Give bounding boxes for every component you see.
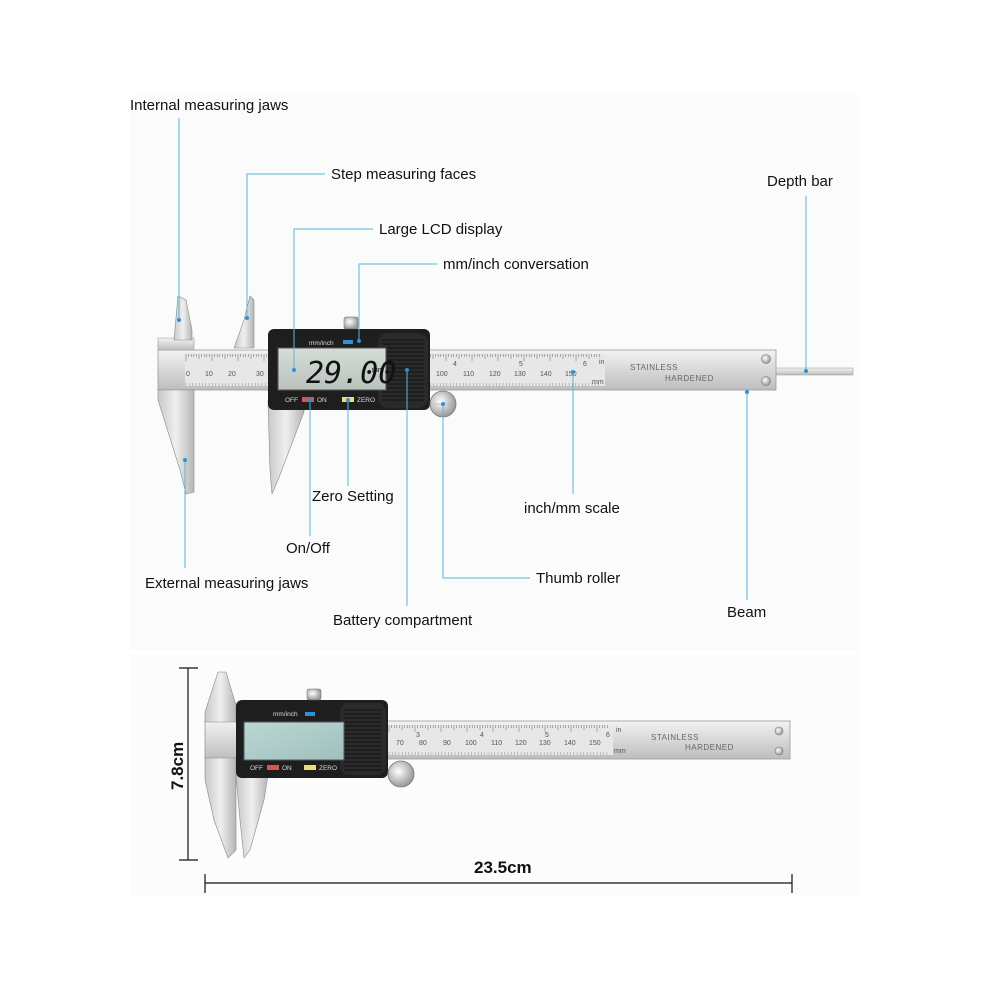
inch-number: 5 — [545, 732, 549, 739]
dimensions: 7.8cm 23.5cm — [168, 667, 793, 893]
scale-number: 140 — [540, 371, 552, 378]
scale-number: 110 — [491, 740, 502, 747]
scale-number: 150 — [565, 371, 577, 378]
scale-number: 70 — [396, 740, 404, 747]
mode-button[interactable] — [306, 688, 322, 701]
zero-button[interactable] — [304, 765, 316, 770]
scale-number: 120 — [515, 740, 527, 747]
callouts: Internal measuring jaws Step measuring f… — [130, 97, 833, 629]
label-mm-inch: mm/inch conversation — [443, 256, 589, 273]
scale-number: 130 — [514, 371, 526, 378]
mode-label: mm/inch — [273, 711, 298, 718]
scale-number: 30 — [256, 371, 264, 378]
battery-compartment — [340, 703, 386, 775]
mode-indicator-icon — [305, 712, 315, 716]
scale-number: 100 — [436, 371, 448, 378]
screw-icon — [774, 726, 784, 736]
label-depth-bar: Depth bar — [767, 173, 833, 190]
off-button[interactable] — [267, 765, 279, 770]
screw-icon — [761, 376, 771, 386]
width-dimension-label: 23.5cm — [474, 858, 532, 877]
off-label: OFF — [250, 765, 263, 772]
off-label: OFF — [285, 397, 298, 404]
engraving-stainless: STAINLESS — [651, 733, 699, 742]
scale-number: 120 — [489, 371, 501, 378]
on-label: ON — [282, 765, 292, 772]
engraving-hardened: HARDENED — [665, 374, 714, 383]
label-thumb-roller: Thumb roller — [536, 570, 620, 587]
label-beam: Beam — [727, 604, 766, 621]
mode-button[interactable] — [343, 316, 359, 330]
label-on-off: On/Off — [286, 540, 331, 557]
scale-number: 130 — [539, 740, 551, 747]
screw-icon — [774, 746, 784, 756]
depth-bar — [769, 367, 854, 376]
scale-unit: mm — [614, 748, 626, 755]
lcd-screen — [277, 347, 387, 391]
scale-unit: mm — [592, 379, 604, 386]
scale-number: 100 — [465, 740, 477, 747]
label-lcd-display: Large LCD display — [379, 221, 503, 238]
label-zero-setting: Zero Setting — [312, 488, 394, 505]
scale-number: 150 — [589, 740, 601, 747]
label-external-jaws: External measuring jaws — [145, 575, 308, 592]
label-step-faces: Step measuring faces — [331, 166, 476, 183]
scale-number: 10 — [205, 371, 213, 378]
scale-ticks: 70 80 90 100 110 120 130 140 150 3 4 5 6 mm in — [388, 725, 626, 755]
inch-number: 4 — [453, 361, 457, 368]
lcd-unit: mm — [372, 367, 384, 374]
engraving-hardened: HARDENED — [685, 743, 734, 752]
scale-number: 110 — [463, 371, 474, 378]
inch-number: 6 — [583, 361, 587, 368]
mode-label: mm/inch — [309, 340, 334, 347]
label-internal-jaws: Internal measuring jaws — [130, 97, 288, 114]
caliper-bottom: 70 80 90 100 110 120 130 140 150 3 4 5 6 mm in STAINLE… — [204, 671, 791, 859]
scale-strip — [388, 725, 613, 755]
on-label: ON — [317, 397, 327, 404]
lcd-reading: 29.00 — [306, 356, 396, 391]
zero-label: ZERO — [357, 397, 375, 404]
screw-icon — [761, 354, 771, 364]
scale-number: 140 — [564, 740, 576, 747]
label-inch-mm-scale: inch/mm scale — [524, 500, 620, 517]
engraving-stainless: STAINLESS — [630, 363, 678, 372]
scale-number: 20 — [228, 371, 236, 378]
height-dimension-label: 7.8cm — [168, 742, 187, 790]
scale-inch-unit: in — [616, 727, 622, 734]
inch-number: 6 — [606, 732, 610, 739]
inch-number: 5 — [519, 361, 523, 368]
inch-number: 4 — [480, 732, 484, 739]
mode-indicator-icon — [343, 340, 353, 344]
off-button[interactable] — [302, 397, 314, 402]
lcd-screen — [243, 721, 345, 761]
scale-number: 0 — [186, 371, 190, 378]
label-battery: Battery compartment — [333, 612, 473, 629]
scale-number: 90 — [443, 740, 451, 747]
inch-number: 3 — [416, 732, 420, 739]
scale-inch-unit: in — [599, 359, 605, 366]
internal-jaw-moving — [233, 295, 255, 349]
zero-label: ZERO — [319, 765, 337, 772]
scale-number: 80 — [419, 740, 427, 747]
thumb-roller[interactable] — [387, 760, 415, 788]
